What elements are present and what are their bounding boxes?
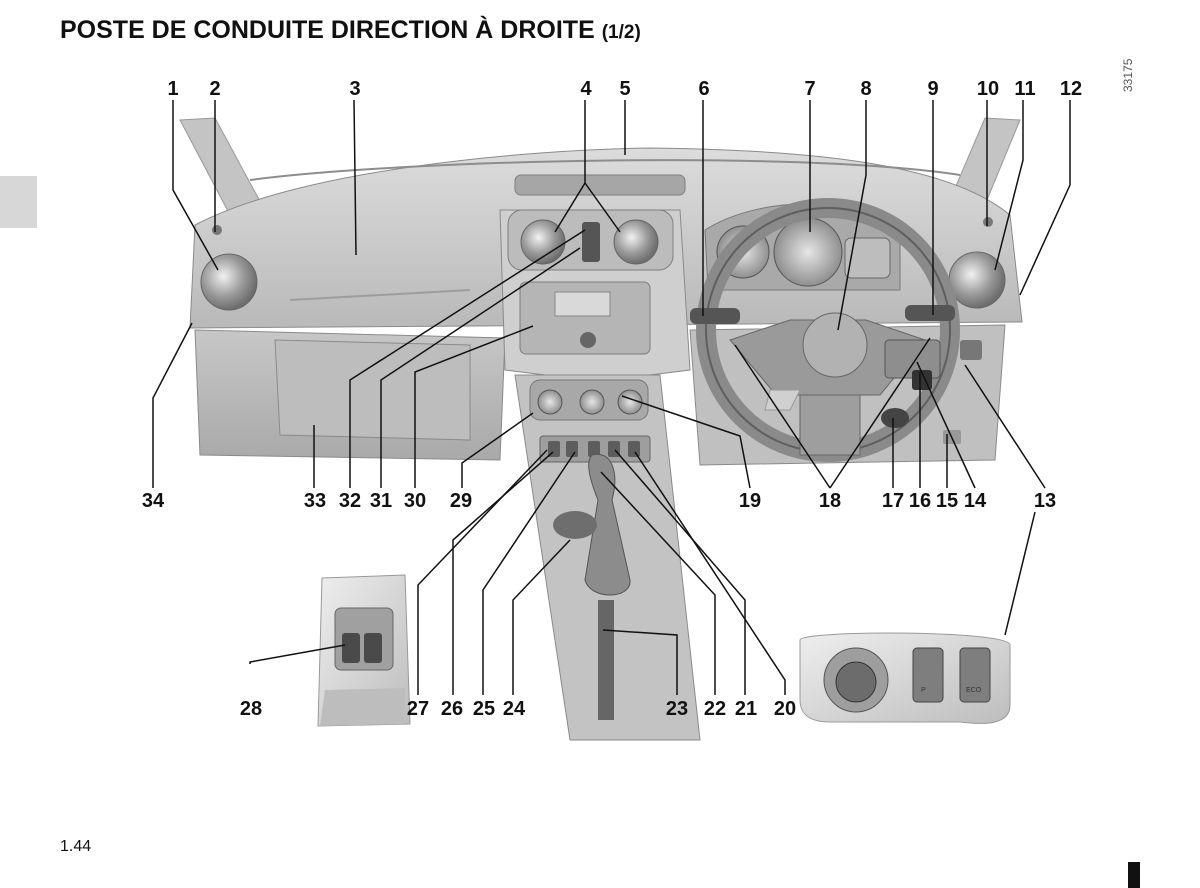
callout-1: 1 [167,78,178,100]
side-tab [0,176,37,228]
window-switch-left [342,633,360,663]
callout-22: 22 [704,698,726,720]
inset-eco-label: ECO [966,687,982,694]
callout-17: 17 [882,490,904,512]
callout-34: 34 [142,490,165,512]
steering-column [799,394,861,456]
callout-29: 29 [450,490,472,512]
callout-18: 18 [819,490,841,512]
title-part: (1/2) [601,22,641,43]
handbrake [598,600,614,720]
callout-19: 19 [739,490,761,512]
left-side-vent [200,253,258,311]
cluster-display [844,237,891,279]
right-side-vent [948,251,1006,309]
callout-28: 28 [240,698,262,720]
right-speaker [983,217,993,227]
right-small-switch [960,340,982,360]
radio-display [554,291,611,317]
speedometer [773,217,843,287]
callout-6: 6 [698,78,709,100]
title-text: POSTE DE CONDUITE DIRECTION À DROITE [60,16,595,44]
window-switch-right [364,633,382,663]
steering-hub [802,312,868,378]
centre-vent-right [613,219,659,265]
inset-p-switch [912,647,944,703]
callout-33: 33 [304,490,326,512]
callout-12: 12 [1060,78,1082,100]
hazard-switch [582,222,600,262]
callout-5: 5 [619,78,630,100]
callout-24: 24 [503,698,526,720]
inset-window-switch [317,574,411,727]
right-stalk [905,305,955,321]
page-number: 1.44 [60,838,92,855]
callout-27: 27 [407,698,429,720]
top-speaker [514,174,686,196]
callout-23: 23 [666,698,688,720]
callout-8: 8 [860,78,871,100]
glovebox [274,339,471,441]
callout-numbers: 1 2 3 4 5 6 7 8 9 10 11 12 13 14 15 16 1… [142,78,1082,720]
left-stalk [690,308,740,324]
airbag-seam [289,289,471,301]
radio [519,281,651,355]
inset-mirror-panel: P ECO [799,632,1011,724]
gear-base [553,511,597,539]
callout-16: 16 [909,490,931,512]
dashboard [179,117,1023,741]
callout-21: 21 [735,698,757,720]
callout-7: 7 [804,78,815,100]
callout-32: 32 [339,490,361,512]
callout-11: 11 [1014,78,1035,100]
inset-p-label: P [921,687,926,694]
dash-ridge [249,159,961,181]
left-a-pillar [179,117,263,216]
radio-knob [580,332,596,348]
callout-3: 3 [349,78,360,100]
callout-2: 2 [209,78,220,100]
page-title: POSTE DE CONDUITE DIRECTION À DROITE (1/… [60,16,641,45]
callout-13: 13 [1034,490,1056,512]
gear-lever [584,453,631,596]
callout-14: 14 [964,490,987,512]
heater-dial-middle [579,389,605,415]
callout-4: 4 [580,78,592,100]
callout-15: 15 [936,490,958,512]
callout-20: 20 [774,698,796,720]
fuse-box [764,389,801,411]
callout-31: 31 [370,490,392,512]
page-edge-marker [1128,862,1140,888]
callout-10: 10 [977,78,999,100]
callout-30: 30 [404,490,426,512]
callout-26: 26 [441,698,463,720]
inset-eco-switch [959,647,991,703]
heater-dial-left [537,389,563,415]
ignition-switch [881,408,909,428]
leader-lines [152,99,1071,695]
callout-25: 25 [473,698,495,720]
left-speaker [212,225,222,235]
callout-9: 9 [927,78,938,100]
